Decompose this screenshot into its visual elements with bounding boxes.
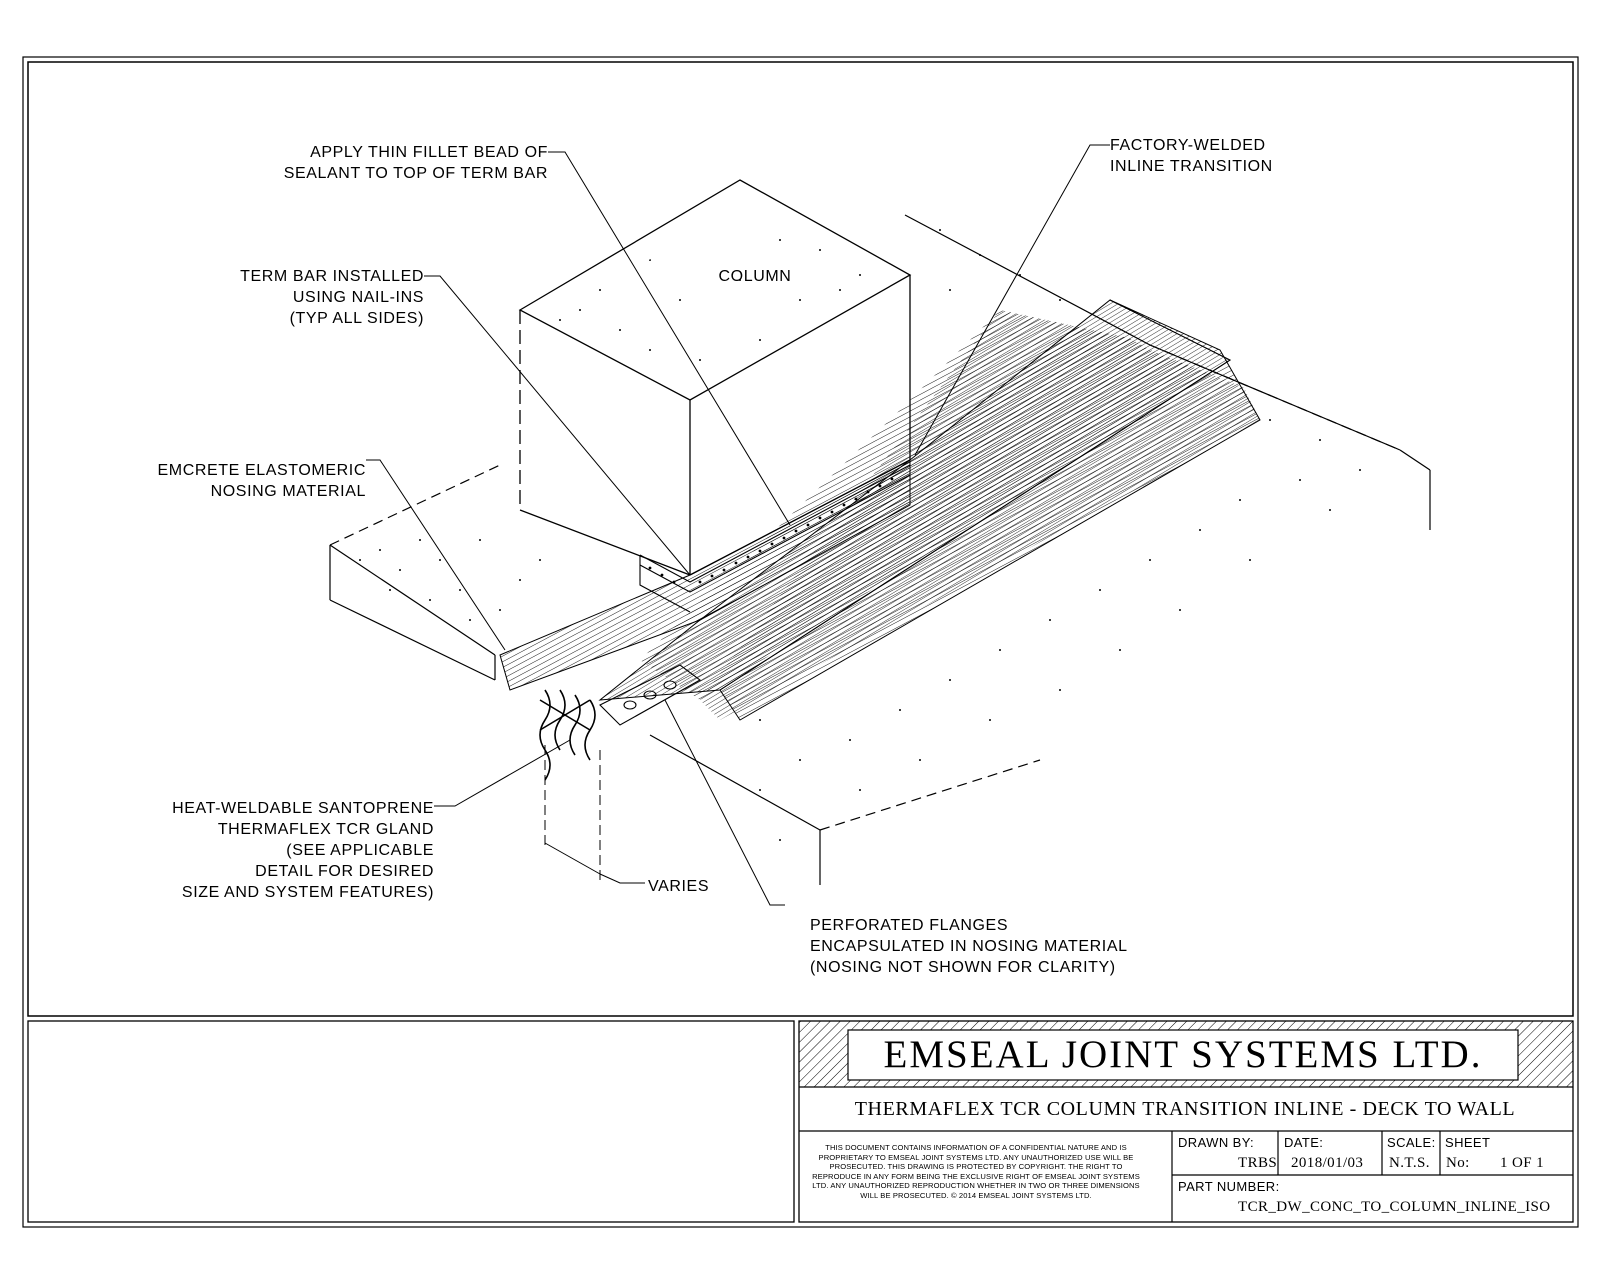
label-column: COLUMN — [718, 268, 792, 285]
varies-dimension — [544, 745, 645, 884]
scale-label: SCALE: — [1387, 1135, 1436, 1150]
part-number-value: TCR_DW_CONC_TO_COLUMN_INLINE_ISO — [1238, 1199, 1551, 1215]
notes-panel — [27, 1020, 795, 1223]
concrete-texture-left — [359, 539, 591, 621]
sheet-no-label: No: — [1446, 1155, 1470, 1171]
label-perforated-flanges: PERFORATED FLANGES ENCAPSULATED IN NOSIN… — [810, 917, 1128, 976]
part-number-label: PART NUMBER: — [1178, 1179, 1280, 1194]
company-box — [847, 1029, 1519, 1081]
outer-border — [22, 56, 1579, 1228]
label-term-bar: TERM BAR INSTALLED USING NAIL-INS (TYP A… — [240, 268, 424, 327]
date-label: DATE: — [1284, 1135, 1324, 1150]
perforated-flange — [599, 664, 702, 726]
confidentiality-notice: THIS DOCUMENT CONTAINS INFORMATION OF A … — [812, 1143, 1140, 1200]
drawn-by-value: TRBS — [1238, 1155, 1278, 1171]
date-value: 2018/01/03 — [1291, 1155, 1364, 1171]
company-name: EMSEAL JOINT SYSTEMS LTD. — [883, 1033, 1483, 1076]
label-factory-welded: FACTORY-WELDED INLINE TRANSITION — [1110, 137, 1273, 175]
label-emcrete: EMCRETE ELASTOMERIC NOSING MATERIAL — [157, 462, 366, 500]
label-gland: HEAT-WELDABLE SANTOPRENE THERMAFLEX TCR … — [172, 800, 434, 901]
nosing-right-band — [719, 299, 1261, 721]
sheet-value: 1 OF 1 — [1500, 1155, 1545, 1171]
sheet-label: SHEET — [1445, 1135, 1491, 1150]
inner-border — [27, 61, 1574, 1017]
leader-lines — [366, 144, 1110, 906]
concrete-slab-right — [649, 214, 1431, 885]
concrete-texture-right — [759, 229, 1361, 841]
drawing-title: THERMAFLEX TCR COLUMN TRANSITION INLINE … — [854, 1098, 1516, 1120]
label-varies: VARIES — [648, 878, 710, 895]
concrete-slab-left — [329, 464, 501, 681]
nosing-main-band — [598, 299, 1232, 701]
scale-value: N.T.S. — [1389, 1155, 1430, 1171]
term-bar — [639, 464, 911, 613]
gland-bellows — [539, 689, 596, 781]
label-fillet-bead: APPLY THIN FILLET BEAD OF SEALANT TO TOP… — [283, 144, 548, 182]
drawn-by-label: DRAWN BY: — [1178, 1135, 1255, 1150]
